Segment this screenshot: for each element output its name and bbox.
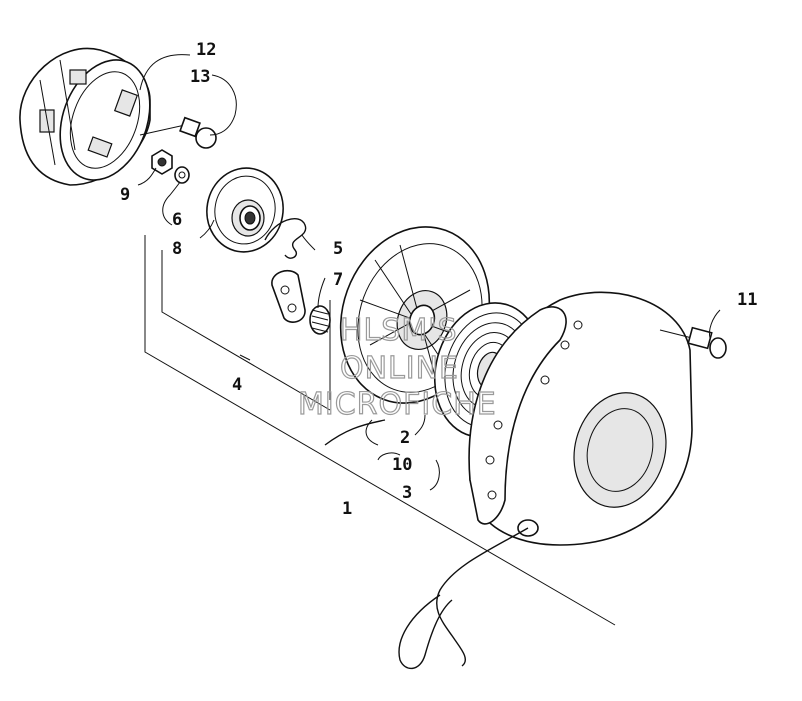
- rope-part-3: [398, 527, 529, 670]
- pulley-part-8: [206, 167, 284, 253]
- drive-cup-part: [19, 47, 151, 186]
- callout-2: 2: [400, 428, 410, 448]
- callout-9: 9: [120, 185, 130, 205]
- pawl-spring-part-7: [309, 305, 331, 335]
- washer-part-6: [174, 166, 190, 184]
- callout-4: 4: [232, 375, 242, 395]
- watermark-line3: MICROFICHE: [298, 387, 497, 422]
- callout-6: 6: [172, 210, 182, 230]
- watermark: HLSM'S ONLINE MICROFICHE: [297, 312, 497, 422]
- spring-clip-part-5: [264, 218, 307, 259]
- callout-11: 11: [737, 290, 757, 310]
- callout-3: 3: [402, 483, 412, 503]
- callout-7: 7: [333, 270, 343, 290]
- callout-12: 12: [196, 40, 216, 60]
- watermark-line1: HLSM'S: [340, 313, 458, 348]
- bolt-part-13: [139, 116, 217, 149]
- callout-8: 8: [172, 239, 182, 259]
- starter-housing-part-1: [468, 291, 693, 546]
- callout-10: 10: [392, 455, 412, 475]
- nut-part-9: [151, 149, 173, 175]
- pawl-part-7: [271, 269, 306, 323]
- callout-5: 5: [333, 239, 343, 259]
- leader-lines: [137, 54, 721, 491]
- reference-lines: [144, 235, 616, 626]
- watermark-line2: ONLINE: [340, 351, 459, 386]
- callout-13: 13: [190, 67, 210, 87]
- screw-part-11: [659, 326, 727, 359]
- callout-1: 1: [342, 499, 352, 519]
